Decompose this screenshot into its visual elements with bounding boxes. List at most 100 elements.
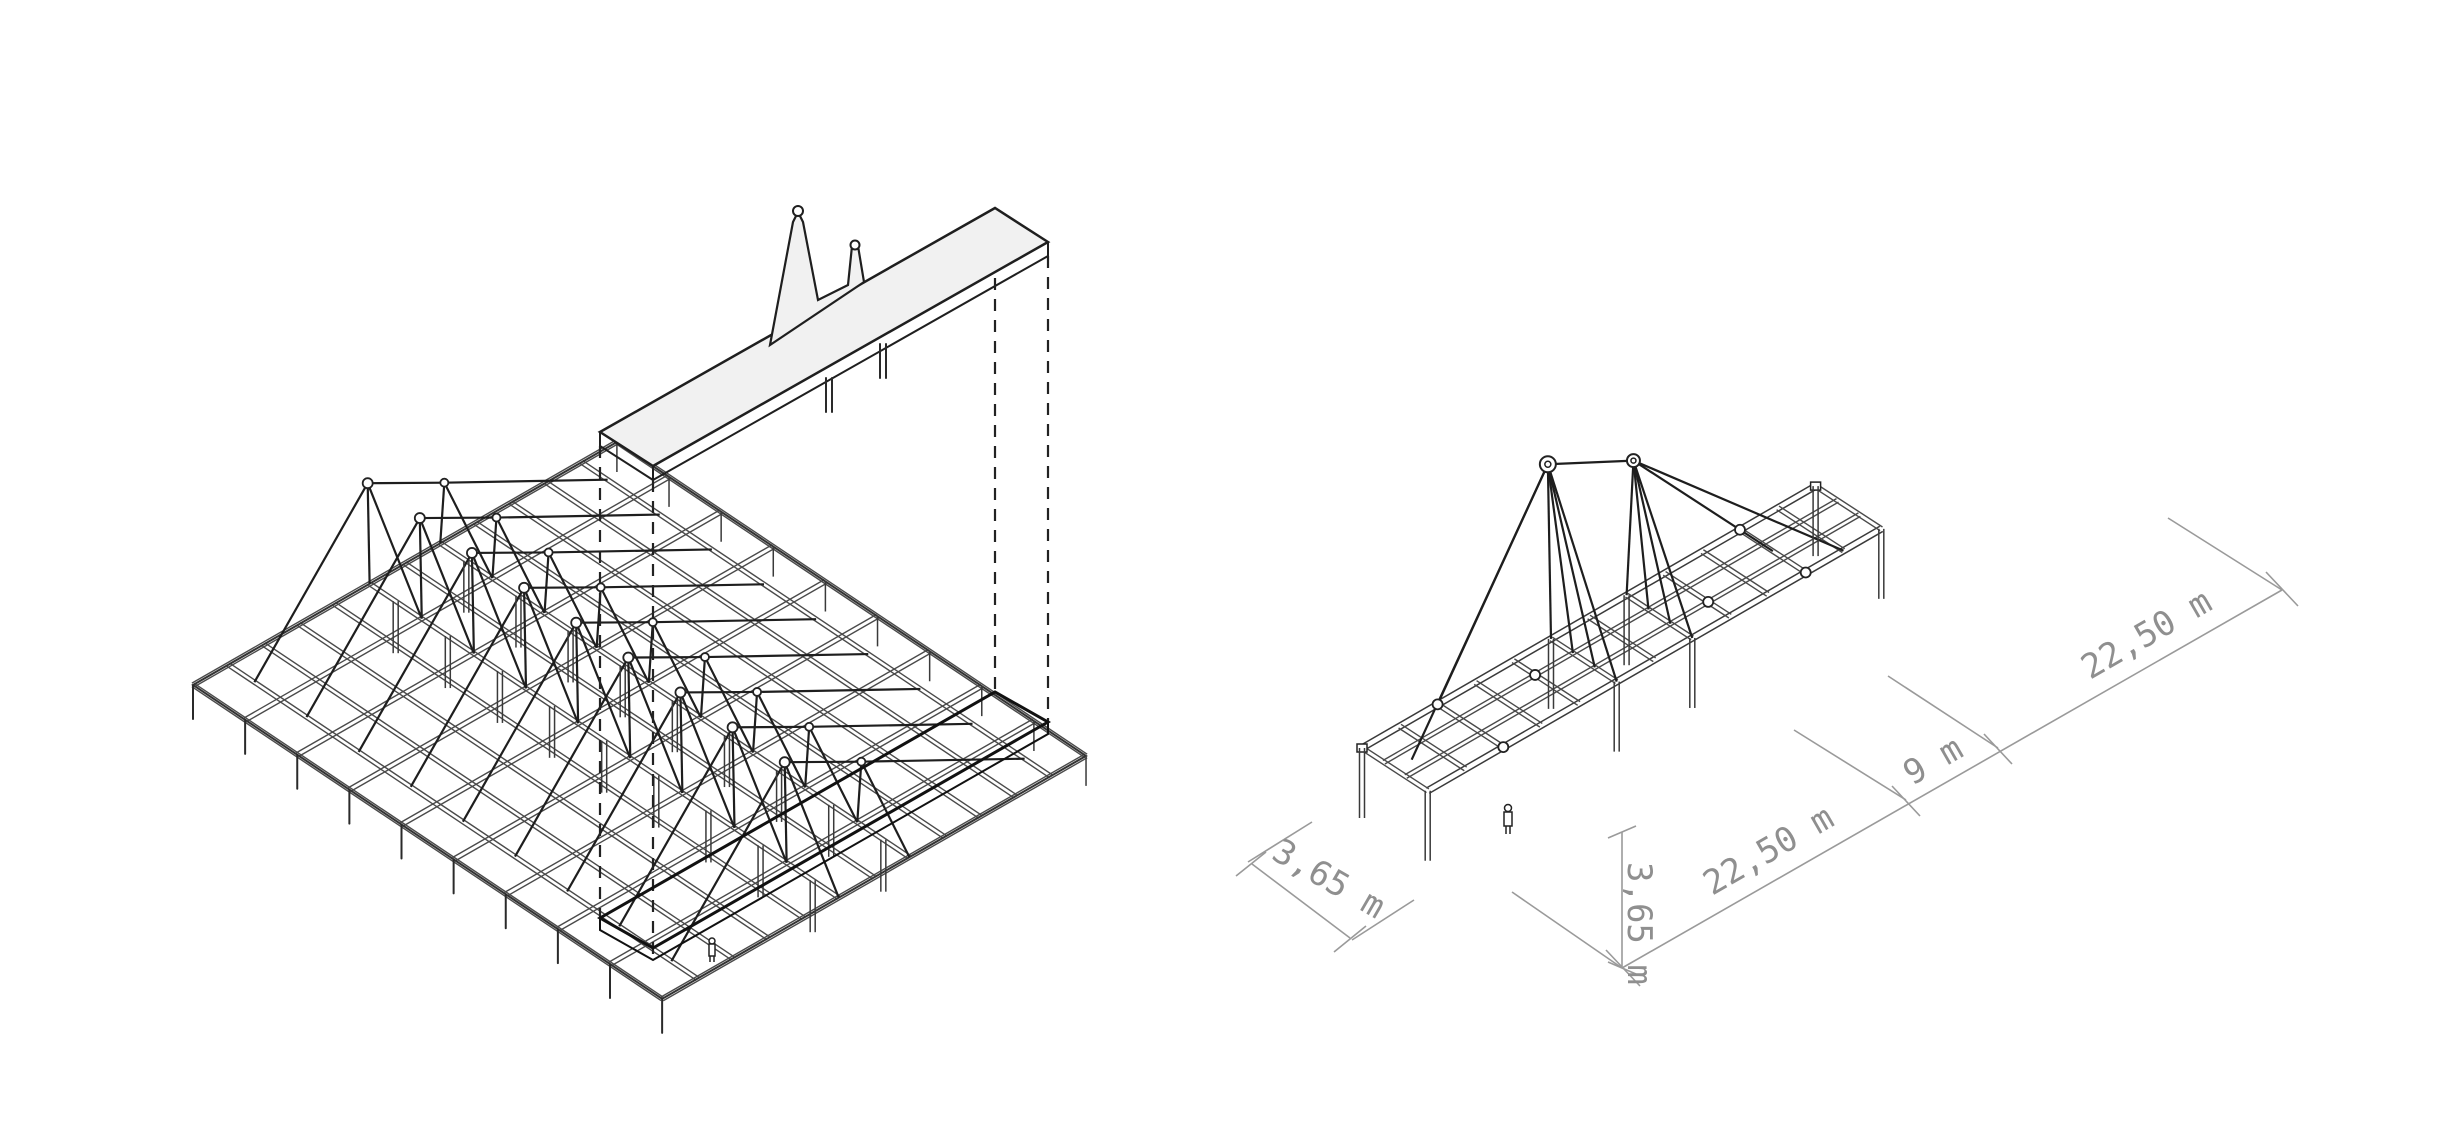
mast-leg (1632, 460, 1650, 610)
stay-cable (1547, 459, 1634, 466)
mast-leg (756, 691, 807, 788)
mast-top-joint (1538, 455, 1557, 474)
roof-cross-beam (544, 483, 1015, 799)
roof-longitudinal-beam (297, 513, 723, 758)
mast-leg (783, 761, 840, 899)
mast-leg (731, 727, 736, 828)
left-mast-cables (253, 477, 1025, 962)
right-single-module (1356, 453, 1885, 861)
edge-beam (1425, 525, 1881, 789)
stay-cable (419, 516, 497, 520)
mast-top-joint (856, 756, 867, 767)
roof-longitudinal-beam (610, 722, 1036, 967)
mast-leg (703, 656, 755, 753)
mast-top-joint (778, 756, 791, 769)
stay-cable (566, 691, 682, 892)
stay-cable (757, 687, 921, 694)
mast-leg (1546, 464, 1596, 668)
inner-beam (1406, 515, 1861, 779)
stay-cable (732, 725, 810, 729)
mast-top-joint (752, 687, 762, 697)
cross-beam (1814, 487, 1881, 532)
mast-leg (599, 586, 650, 684)
roof-cross-beam (403, 564, 874, 880)
mast-top-joint (570, 616, 583, 629)
human-scale-figure-left (708, 937, 716, 962)
stay-cable (461, 622, 578, 823)
dimension-lines (1235, 517, 2299, 987)
mast-leg (547, 551, 598, 649)
roof-cross-beam (297, 625, 768, 941)
mast-leg (418, 517, 475, 654)
dimension-labels: 22,50 m 9 m 22,50 m 3,65 m 3,65 m (1266, 582, 2219, 985)
mast-leg (860, 761, 911, 858)
cross-beam (1589, 614, 1657, 659)
cross-beam (1473, 683, 1541, 728)
mast-leg (522, 587, 528, 689)
mast-leg (1546, 464, 1574, 654)
cross-beam (1551, 636, 1619, 681)
stay-cable (444, 478, 608, 484)
mast-leg (523, 587, 580, 724)
roof-cross-beam (580, 463, 1050, 779)
stay-cable (600, 583, 765, 589)
mast-top-joint (674, 686, 687, 699)
stay-cable (652, 618, 817, 624)
cross-beam (1703, 549, 1770, 594)
mast-leg (651, 621, 702, 719)
mast-top-joint (518, 581, 530, 594)
stay-cable (680, 690, 758, 694)
roof-cross-beam (368, 584, 839, 900)
roof-longitudinal-beam (556, 683, 982, 928)
mast-top-joint (543, 547, 554, 558)
stay-cable (471, 551, 549, 555)
roof-longitudinal-beam (454, 617, 879, 862)
cross-beam (1778, 505, 1846, 550)
cross-beam (1740, 527, 1808, 572)
roof-cross-beam (299, 622, 770, 938)
mast-leg (731, 726, 788, 864)
dim-label-span-back: 22,50 m (2075, 582, 2219, 688)
mast-leg (1546, 463, 1618, 682)
mast-top-joint (622, 651, 635, 664)
edge-beam (1428, 530, 1884, 794)
mast-leg (804, 726, 811, 788)
mast-top-joint (466, 547, 478, 559)
human-scale-figure-right (1503, 803, 1513, 834)
roof-longitudinal-beam (608, 718, 1034, 963)
edge-beam (1360, 482, 1815, 747)
left-roof-assembly (191, 439, 1088, 1034)
cross-beam (1360, 749, 1427, 794)
inner-beam (1382, 498, 1837, 762)
mast-leg (439, 482, 446, 544)
mast-leg (751, 691, 759, 753)
stay-cable (305, 517, 421, 718)
stay-cable (1632, 459, 1774, 553)
dim-label-height: 3,65 m (1619, 862, 1659, 985)
roof-cross-beam (191, 686, 662, 1002)
mast-leg (1632, 460, 1694, 639)
roof-cross-beam (509, 503, 980, 819)
stay-cable (357, 552, 473, 753)
roof-cross-beam (474, 524, 945, 840)
left-columns (192, 442, 1087, 1034)
beam-end-cap (1356, 743, 1368, 753)
mast-top-joint (804, 721, 815, 732)
mast-top-joint (700, 652, 710, 662)
exploded-single-module (597, 205, 1051, 482)
mast-leg (418, 518, 423, 619)
mast-leg (1632, 460, 1672, 624)
roof-cross-beam (370, 581, 841, 897)
roof-cross-beam (193, 682, 664, 998)
cross-beam (1627, 592, 1694, 637)
exploded-module-front-edge (599, 432, 654, 482)
roof-perimeter (191, 440, 1088, 1001)
stay-cable (496, 513, 660, 519)
cross-beam (1514, 658, 1581, 703)
deck-joint (1431, 698, 1444, 711)
cross-beam (1398, 727, 1465, 772)
exploded-module-slab (597, 206, 1051, 468)
mast-top-joint (595, 582, 606, 593)
roof-cross-beam (617, 439, 1088, 755)
